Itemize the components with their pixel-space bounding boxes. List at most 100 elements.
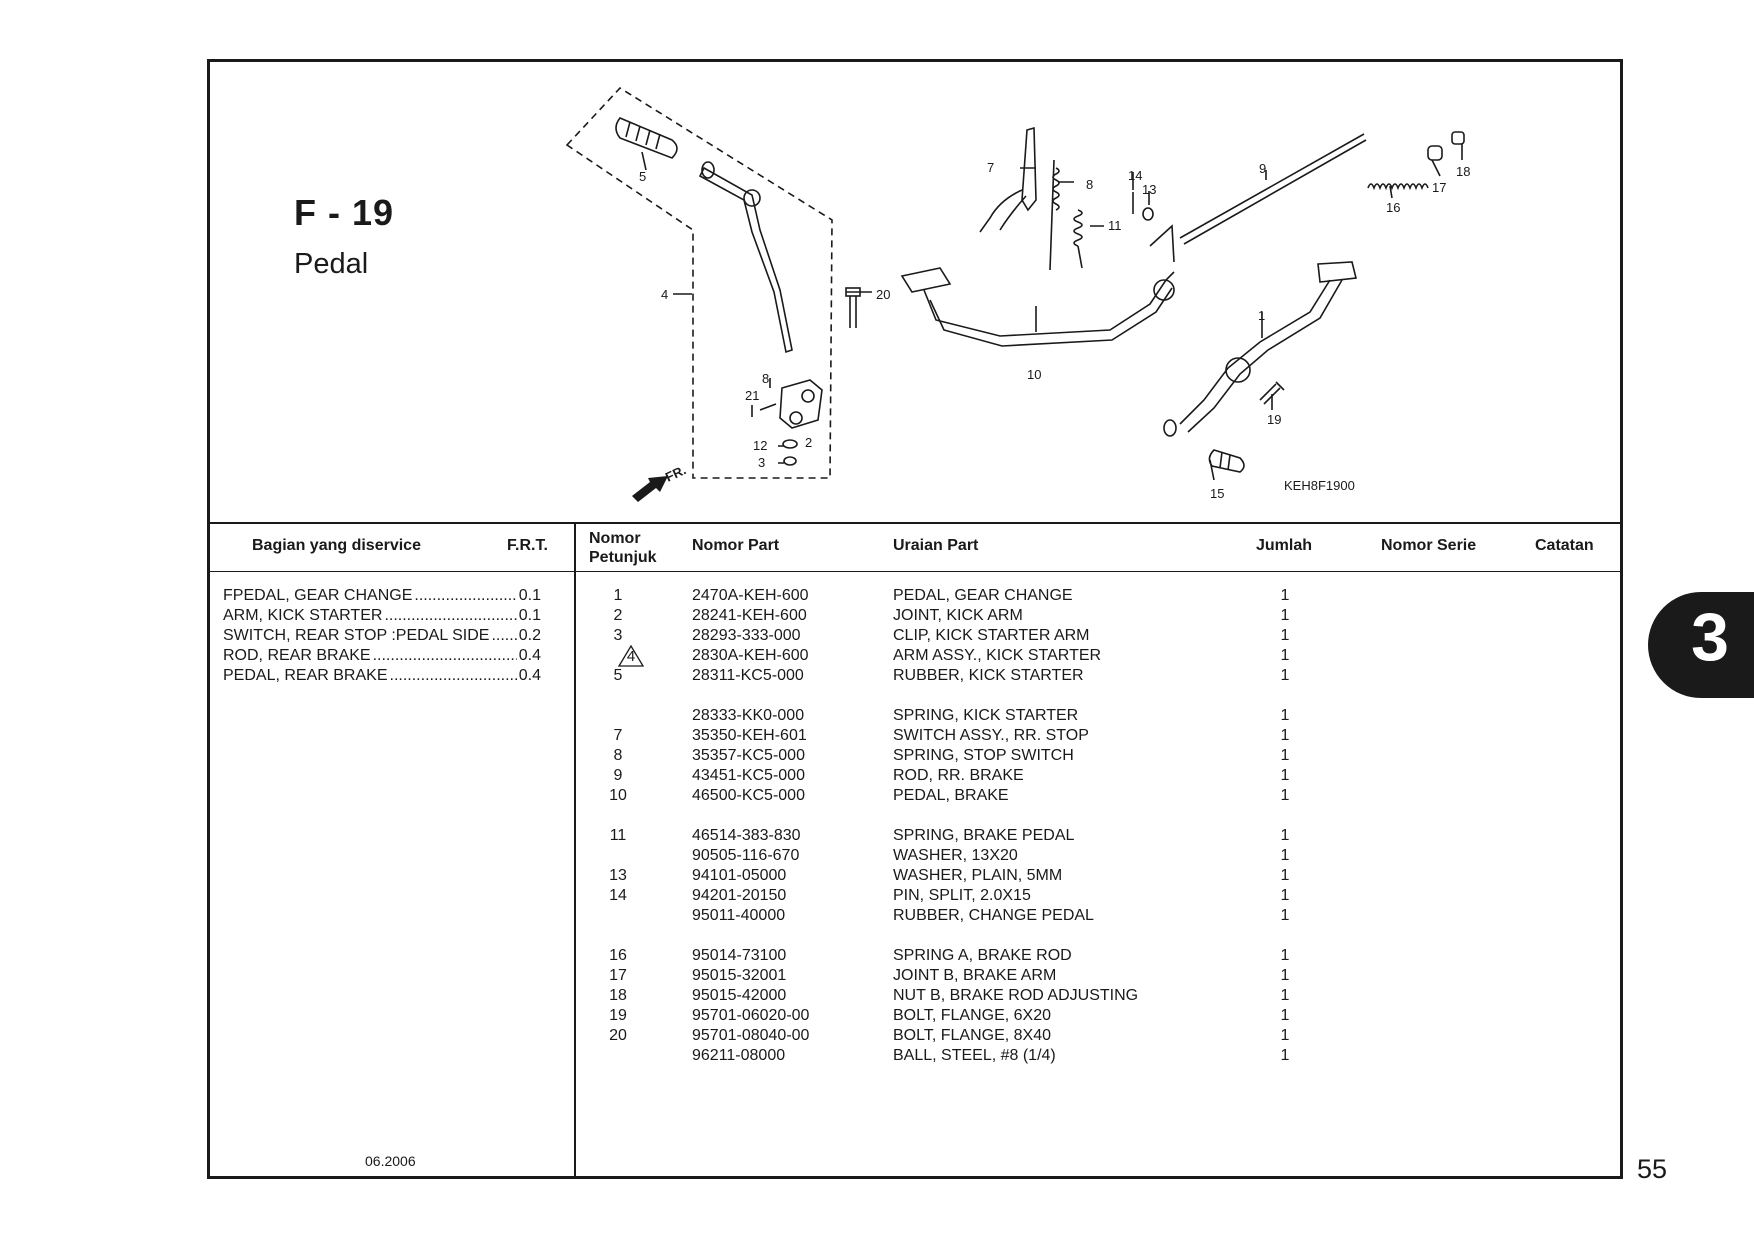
kick-arm-drawing xyxy=(698,161,793,354)
change-pedal-rubber-drawing xyxy=(1208,449,1245,473)
callout-17: 17 xyxy=(1432,180,1446,195)
part-number: 28241-KEH-600 xyxy=(692,607,807,624)
part-number: 95701-06020-00 xyxy=(692,1007,810,1024)
brake-rod-spring-drawing xyxy=(1367,183,1429,191)
part-description: CLIP, KICK STARTER ARM xyxy=(893,627,1090,644)
part-number: 28311-KC5-000 xyxy=(692,667,804,684)
part-quantity: 1 xyxy=(1280,907,1290,924)
part-description: WASHER, PLAIN, 5MM xyxy=(893,867,1063,884)
header-nomor-petunjuk: Nomor Petunjuk xyxy=(589,529,657,567)
frt-item-name: ARM, KICK STARTER xyxy=(223,607,383,624)
part-description: ARM ASSY., KICK STARTER xyxy=(893,647,1102,664)
part-description: BALL, STEEL, #8 (1/4) xyxy=(893,1047,1056,1064)
callout-9: 9 xyxy=(1259,161,1266,176)
part-quantity: 1 xyxy=(1280,747,1290,764)
part-number: 46514-383-830 xyxy=(692,827,801,844)
callout-21: 21 xyxy=(745,388,759,403)
callout-16: 16 xyxy=(1386,200,1400,215)
part-description: SPRING A, BRAKE ROD xyxy=(893,947,1072,964)
callout-4: 4 xyxy=(661,287,668,302)
part-description: JOINT B, BRAKE ARM xyxy=(893,967,1057,984)
part-number: 95015-42000 xyxy=(692,987,787,1004)
frt-row: FPEDAL, GEAR CHANGE ....................… xyxy=(223,587,541,607)
part-quantity: 1 xyxy=(1280,707,1290,724)
stop-switch-spring-drawing xyxy=(1049,159,1060,271)
part-description: RUBBER, KICK STARTER xyxy=(893,667,1084,684)
callout-13: 13 xyxy=(1142,182,1156,197)
brake-pedal-drawing xyxy=(900,224,1175,347)
callout-10: 10 xyxy=(1027,367,1041,382)
part-description: PEDAL, GEAR CHANGE xyxy=(893,587,1073,604)
frt-leader-dots: ........................................… xyxy=(491,627,516,644)
header-uraian-part: Uraian Part xyxy=(893,537,979,554)
part-ref-number: 8 xyxy=(613,747,623,764)
part-number: 35350-KEH-601 xyxy=(692,727,807,744)
page-number: 55 xyxy=(1637,1154,1668,1184)
part-ref-number: 19 xyxy=(609,1007,627,1024)
kick-starter-rubber-drawing xyxy=(615,117,678,159)
callout-20: 20 xyxy=(876,287,890,302)
part-ref-number: 1 xyxy=(613,587,623,604)
frt-leader-dots: ........................................… xyxy=(372,647,517,664)
section-number: 3 xyxy=(1691,599,1729,675)
callout-12: 12 xyxy=(753,438,767,453)
part-quantity: 1 xyxy=(1280,647,1290,664)
header-frt: F.R.T. xyxy=(507,537,548,554)
part-description: WASHER, 13X20 xyxy=(893,847,1018,864)
frt-row: PEDAL, REAR BRAKE ......................… xyxy=(223,667,541,687)
part-quantity: 1 xyxy=(1280,947,1290,964)
part-quantity: 1 xyxy=(1280,867,1290,884)
front-direction-label: FR. xyxy=(663,462,688,484)
part-ref-number: 3 xyxy=(613,627,623,644)
part-number: 94101-05000 xyxy=(692,867,787,884)
kick-joint-drawing xyxy=(779,379,823,429)
front-direction-arrow xyxy=(632,476,668,502)
frt-row: SWITCH, REAR STOP :PEDAL SIDE ..........… xyxy=(223,627,541,647)
callout-8-lower: 8 xyxy=(762,371,769,386)
header-nomor-serie: Nomor Serie xyxy=(1381,537,1477,554)
part-description: BOLT, FLANGE, 8X40 xyxy=(893,1027,1051,1044)
part-number: 35357-KC5-000 xyxy=(692,747,805,764)
part-ref-number: 20 xyxy=(609,1027,627,1044)
frt-item-value: 0.1 xyxy=(518,607,541,624)
header-jumlah: Jumlah xyxy=(1256,537,1313,554)
part-quantity: 1 xyxy=(1280,767,1290,784)
callout-3: 3 xyxy=(758,455,765,470)
frt-item-name: ROD, REAR BRAKE xyxy=(223,647,371,664)
part-quantity: 1 xyxy=(1280,1047,1290,1064)
part-ref-number: 11 xyxy=(609,827,627,844)
part-quantity: 1 xyxy=(1280,887,1290,904)
drawing-code: KEH8F1900 xyxy=(1284,478,1355,493)
part-description: PIN, SPLIT, 2.0X15 xyxy=(893,887,1031,904)
figure-title: Pedal xyxy=(294,248,369,280)
part-quantity: 1 xyxy=(1280,967,1290,984)
part-description: SPRING, KICK STARTER xyxy=(893,707,1079,724)
part-ref-number: 16 xyxy=(609,947,627,964)
part-description: PEDAL, BRAKE xyxy=(893,787,1009,804)
figure-code: F - 19 xyxy=(294,192,395,233)
part-number: 95011-40000 xyxy=(692,907,786,924)
part-ref-number: 4 xyxy=(626,648,636,665)
part-number: 95015-32001 xyxy=(692,967,787,984)
part-ref-number: 17 xyxy=(609,967,627,984)
frt-item-name: FPEDAL, GEAR CHANGE xyxy=(223,587,413,604)
callout-14: 14 xyxy=(1128,168,1142,183)
part-quantity: 1 xyxy=(1280,1007,1290,1024)
header-catatan: Catatan xyxy=(1535,537,1594,554)
part-quantity: 1 xyxy=(1280,787,1290,804)
part-ref-number: 7 xyxy=(613,727,623,744)
part-ref-number: 9 xyxy=(613,767,623,784)
part-quantity: 1 xyxy=(1280,987,1290,1004)
part-quantity: 1 xyxy=(1280,1027,1290,1044)
part-description: SWITCH ASSY., RR. STOP xyxy=(893,727,1089,744)
frt-item-value: 0.4 xyxy=(518,667,541,684)
callout-7: 7 xyxy=(987,160,994,175)
part-ref-number: 13 xyxy=(609,867,627,884)
callout-1: 1 xyxy=(1258,308,1265,323)
part-number: 28293-333-000 xyxy=(692,627,801,644)
bolt-20-drawing xyxy=(845,287,861,328)
frt-row: ROD, REAR BRAKE ........................… xyxy=(223,647,541,667)
part-quantity: 1 xyxy=(1280,847,1290,864)
part-description: ROD, RR. BRAKE xyxy=(893,767,1024,784)
edition-date: 06.2006 xyxy=(365,1153,416,1169)
